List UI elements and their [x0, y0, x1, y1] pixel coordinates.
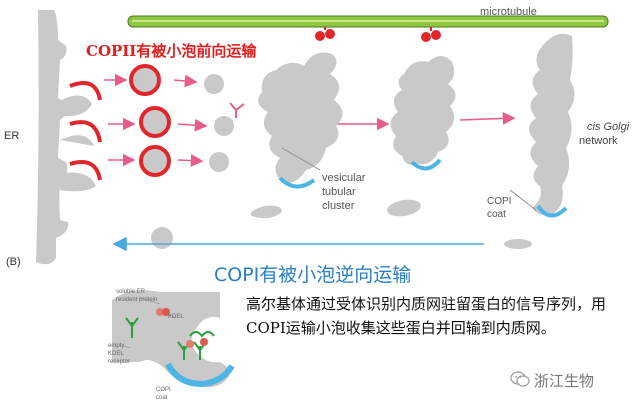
description-text: 高尔基体通过受体识别内质网驻留蛋白的信号序列，用COPI运输小泡收集这些蛋白并回…	[246, 295, 607, 337]
microtubule	[127, 15, 609, 28]
copii-budding-coats	[69, 81, 102, 181]
cis-golgi-network	[529, 33, 575, 216]
kdel-label: KDEL	[168, 314, 184, 320]
er-label: ER	[4, 130, 20, 142]
copi-coat-label: COPI coat	[487, 196, 512, 220]
copi-title: COPI有被小泡逆向运输	[214, 264, 412, 286]
kdel-inset	[112, 290, 235, 388]
vtc-label: vesicular tubular cluster	[322, 172, 366, 212]
copi-bud-3	[536, 204, 568, 218]
copi-bud-1	[278, 176, 316, 189]
vesicular-tubular-cluster-1	[258, 52, 343, 183]
vesicular-tubular-cluster-2	[390, 56, 456, 165]
vtc-pointer	[281, 147, 321, 171]
kdel-receptor-label: empty KDEL receptor	[108, 343, 131, 365]
copi-bud-2	[410, 158, 442, 171]
cis-golgi-label-line1: cis Golgi	[587, 121, 630, 133]
panel-letter: (B)	[6, 256, 21, 268]
motor-protein-1	[315, 27, 335, 41]
watermark: 浙江生物	[534, 373, 595, 390]
soluble-er-protein-label: soluble ER resident protein	[116, 289, 158, 303]
copi-coat-pointer	[509, 189, 537, 211]
microtubule-label: microtubule	[480, 6, 537, 18]
inset-copi-coat-label: COPI coat	[156, 387, 171, 401]
cis-golgi-label-line2: network	[579, 135, 618, 147]
copii-title: COPII有被小泡前向运输	[86, 42, 257, 60]
uncoated-vesicles	[204, 74, 245, 172]
wechat-icon	[510, 371, 530, 387]
retrograde-vesicles	[151, 199, 532, 249]
forward-transport-arrows	[104, 73, 516, 167]
copii-vesicles	[129, 64, 171, 177]
motor-protein-2	[421, 27, 441, 42]
er-membrane	[36, 10, 96, 265]
